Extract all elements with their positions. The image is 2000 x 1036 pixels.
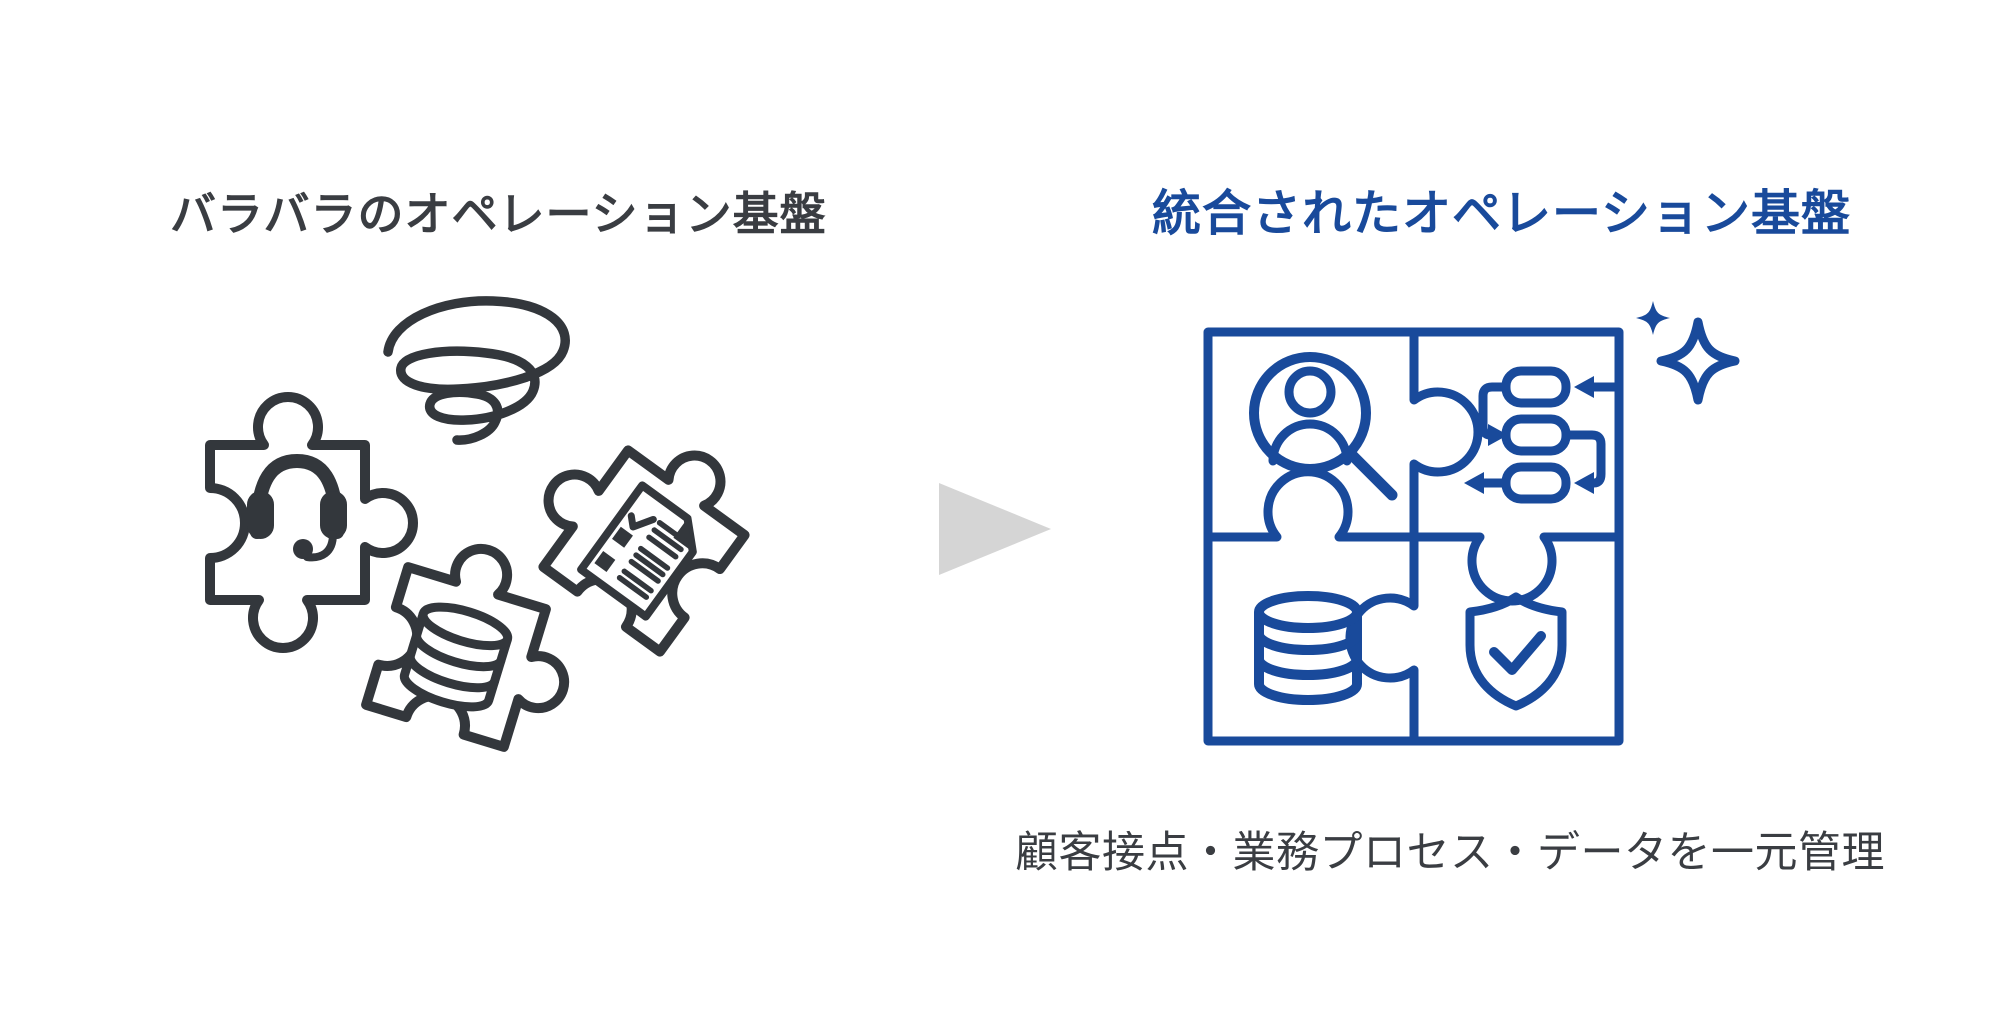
shield-check-icon xyxy=(1465,592,1567,711)
integrated-puzzle-illustration xyxy=(1203,301,1740,746)
checklist-document-icon xyxy=(577,481,697,621)
checklist-puzzle-piece xyxy=(538,445,750,657)
database-cylinder-icon xyxy=(399,602,513,712)
right-panel-caption: 顧客接点・業務プロセス・データを一元管理 xyxy=(1015,829,1885,877)
left-panel-title: バラバラのオペレーション基盤 xyxy=(170,188,827,240)
headset-puzzle-piece xyxy=(205,392,418,653)
workflow-icon xyxy=(1464,366,1616,504)
right-arrow-icon xyxy=(939,483,1051,575)
puzzle-grid xyxy=(1203,327,1624,746)
tornado-scribble-icon xyxy=(383,296,570,445)
scattered-puzzle-illustration xyxy=(205,296,750,752)
database-puzzle-piece xyxy=(361,543,570,752)
transition-arrow xyxy=(939,483,1051,575)
right-panel-title: 統合されたオペレーション基盤 xyxy=(1152,187,1852,241)
user-search-icon xyxy=(1249,352,1398,501)
sparkles-icon xyxy=(1636,301,1740,405)
headset-icon xyxy=(247,453,347,562)
database-icon xyxy=(1254,591,1362,705)
